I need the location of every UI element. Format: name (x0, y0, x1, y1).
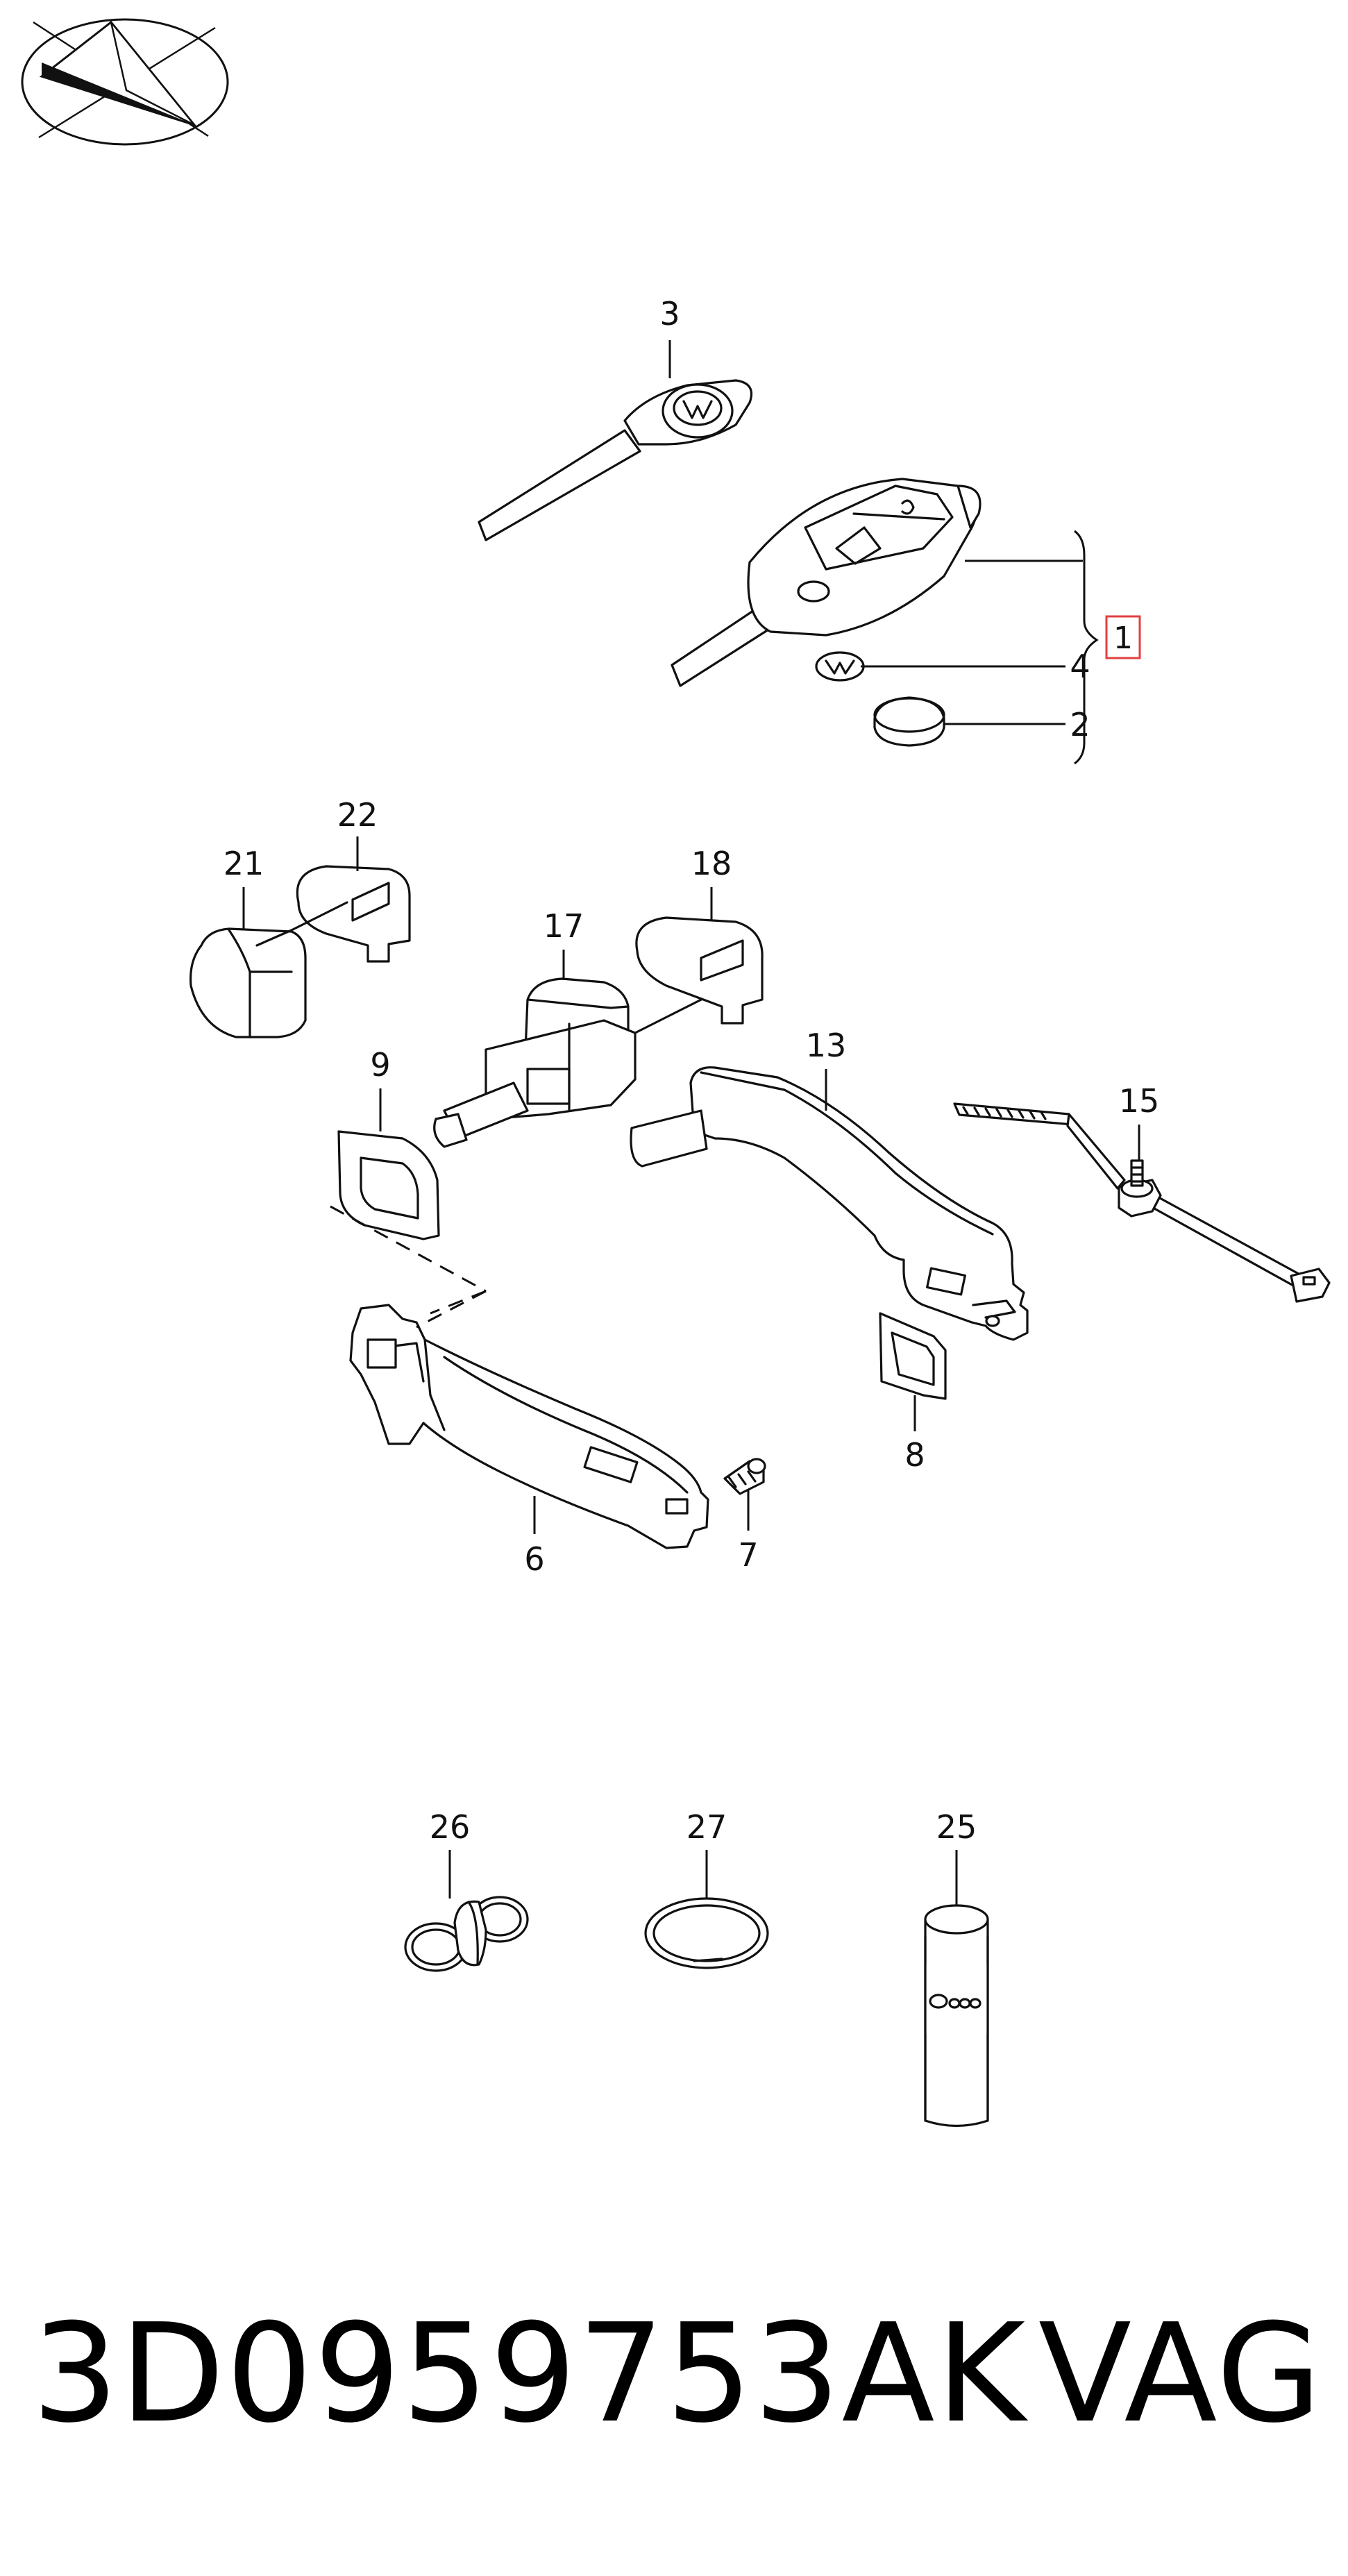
part-17-lock-cylinder (433, 977, 730, 1148)
part-4-emblem (815, 651, 865, 682)
callout-27: 27 (686, 1808, 727, 1846)
callout-17: 17 (544, 907, 584, 945)
part-15-cable-tie (953, 1102, 1331, 1303)
brand-name: VAG (1038, 2295, 1323, 2453)
part-8-gasket (879, 1312, 947, 1400)
callout-21: 21 (224, 845, 264, 882)
part-9-gasket (330, 1130, 487, 1315)
part-21-cap (189, 927, 307, 1038)
callout-26: 26 (430, 1808, 471, 1846)
paper-plane-compass-logo (21, 18, 229, 146)
part-26-seals (404, 1896, 529, 1972)
callout-8: 8 (904, 1436, 925, 1474)
callout-18: 18 (691, 845, 732, 882)
callout-1-highlight[interactable]: 1 (1105, 615, 1141, 659)
leader-lines (242, 340, 1140, 1905)
callout-15: 15 (1119, 1082, 1160, 1120)
part-1-remote-key (671, 478, 981, 687)
callout-4: 4 (1070, 648, 1090, 685)
group-1-bracket (861, 530, 1099, 765)
part-7-screw (723, 1458, 766, 1495)
part-13-door-handle (630, 1066, 1029, 1341)
callout-2: 2 (1070, 706, 1090, 743)
callout-7: 7 (738, 1536, 758, 1574)
callout-3: 3 (659, 295, 680, 332)
callout-13: 13 (806, 1027, 847, 1064)
callout-1: 1 (1113, 621, 1133, 656)
callout-25: 25 (936, 1808, 977, 1846)
part-3-key-blade (478, 379, 753, 541)
part-25-grease-tube (924, 1904, 989, 2128)
callout-6: 6 (524, 1540, 544, 1578)
part-number: 3D0959753AK (32, 2295, 1027, 2453)
callout-9: 9 (370, 1046, 390, 1084)
part-2-battery (873, 696, 945, 747)
part-22-cap (255, 865, 411, 963)
part-18-housing (635, 916, 764, 1025)
part-27-o-ring (644, 1897, 769, 1969)
callout-22: 22 (337, 796, 378, 834)
part-6-handle-carrier (349, 1290, 709, 1549)
part-number-caption: 3D0959753AK VAG (32, 2291, 1323, 2457)
